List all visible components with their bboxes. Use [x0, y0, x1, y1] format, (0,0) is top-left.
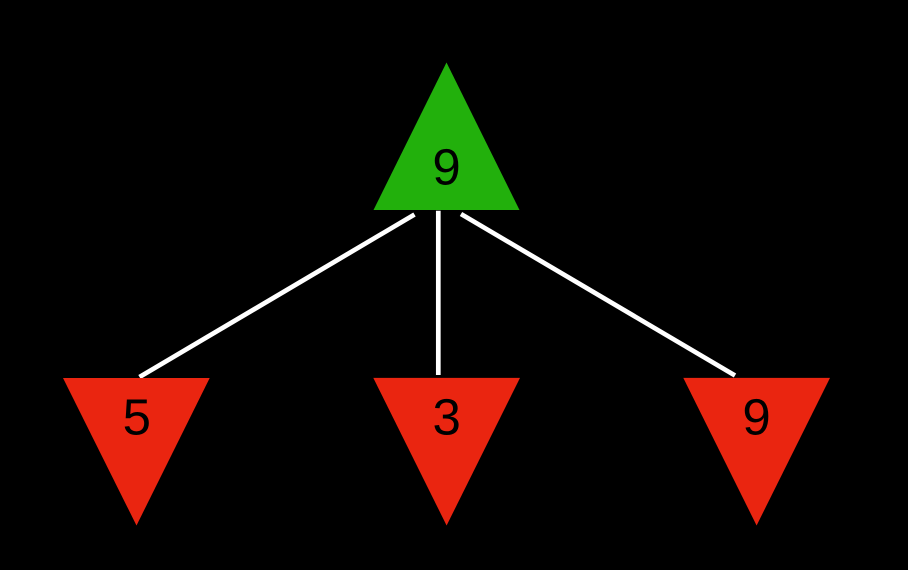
svg-text:9: 9: [432, 138, 460, 195]
svg-text:3: 3: [433, 389, 461, 446]
svg-text:9: 9: [742, 388, 770, 445]
svg-text:5: 5: [123, 389, 151, 446]
